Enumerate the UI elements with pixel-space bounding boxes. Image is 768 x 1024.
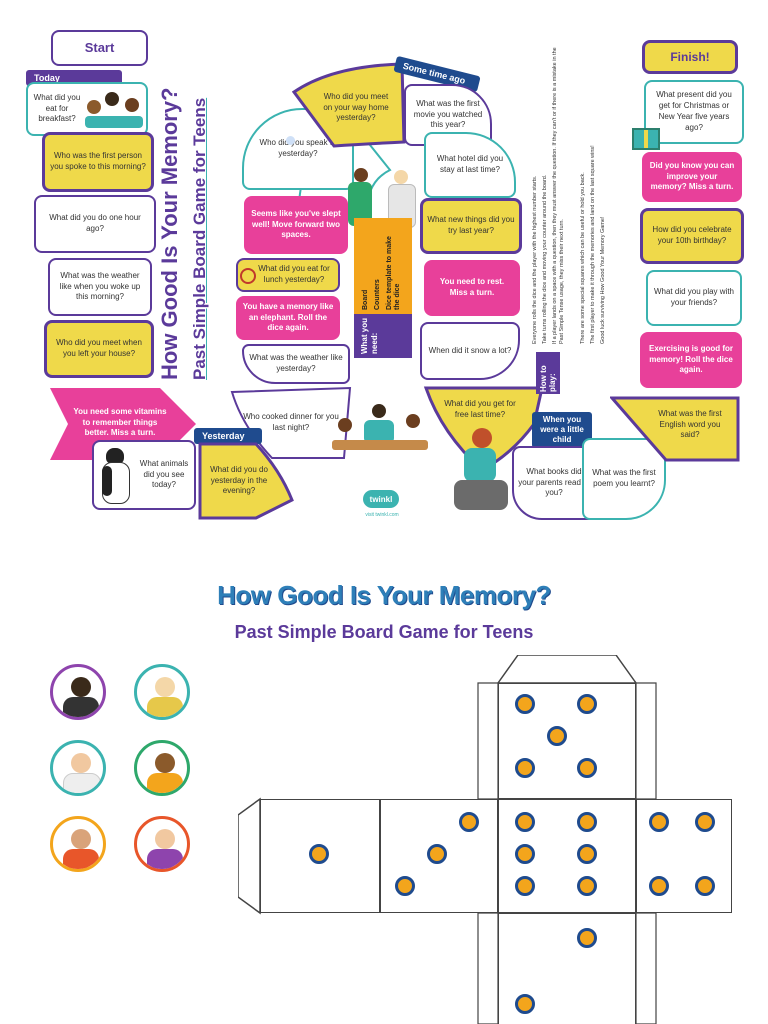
marker-dot — [286, 136, 295, 145]
counter-avatar-4 — [134, 740, 190, 796]
rule-5: The first player to make it through the … — [590, 145, 596, 344]
family-dinner-illustration — [332, 404, 430, 464]
inner-square-cooked-dinner: Who cooked dinner for you last night? — [243, 412, 339, 432]
board-vertical-title: How Good Is Your Memory? — [157, 87, 182, 380]
rule-4: There are some special squares which can… — [580, 172, 586, 344]
board-square-weather-morning: What was the weather like when you woke … — [48, 258, 152, 316]
inner-square-lunch: What did you eat for lunch yesterday? — [236, 258, 340, 292]
square-text: What did you eat for breakfast? — [33, 92, 81, 124]
what-you-need-box: What you need: Board Counters Dice templ… — [354, 218, 412, 358]
counter-avatar-2 — [134, 664, 190, 720]
marker-circle — [240, 268, 256, 284]
dice-face-3 — [380, 799, 498, 913]
gift-icon — [632, 128, 660, 150]
board-square-present: What present did you get for Christmas o… — [644, 80, 744, 144]
twinkl-logo: twinkl — [363, 490, 399, 508]
how-to-play-tag: How to play: — [536, 352, 560, 394]
inner-square-slept-well: Seems like you've slept well! Move forwa… — [244, 196, 348, 254]
rule-6: Good luck surviving How Good Your Memory… — [600, 216, 606, 344]
tag-yesterday: Yesterday — [194, 428, 262, 444]
tag-when-little: When you were a little child — [532, 412, 592, 448]
dice-net-template — [238, 655, 732, 1024]
arc-square-meet-way-home: Who did you meet on your way home yester… — [323, 91, 389, 123]
board-square-improve-memory: Did you know you can improve your memory… — [642, 152, 742, 202]
need-item-counters: Counters — [374, 279, 381, 310]
inner-square-weather-yesterday: What was the weather like yesterday? — [242, 344, 350, 384]
need-item-board: Board — [362, 289, 369, 310]
what-you-need-heading: What you need: — [360, 318, 379, 354]
arc-square-free: What did you get for free last time? — [444, 399, 516, 419]
rule-2: Take turns rolling the dice and moving y… — [542, 174, 548, 344]
board-square-first-english-word: What was the first English word you said… — [658, 408, 722, 440]
dice-face-2 — [498, 913, 636, 1024]
arc-square-new-things: What new things did you try last year? — [420, 198, 522, 254]
arc-square-first-poem: What was the first poem you learnt? — [582, 438, 666, 520]
board-square-play-friends: What did you play with your friends? — [646, 270, 742, 326]
inner-square-evening: What did you do yesterday in the evening… — [210, 464, 268, 496]
counter-avatars — [50, 664, 200, 872]
twinkl-url: visit twinkl.com — [365, 512, 399, 518]
board-square-10th-birthday: How did you celebrate your 10th birthday… — [640, 208, 744, 264]
dice-face-4 — [636, 799, 732, 913]
inner-square-evening-shape — [198, 442, 294, 520]
dice-face-6 — [498, 799, 636, 913]
dice-face-5 — [498, 683, 636, 799]
boy-reading-illustration — [452, 428, 512, 516]
counter-avatar-5 — [50, 816, 106, 872]
how-to-play-heading: How to play: — [539, 365, 557, 392]
board-square-first-english-word-shape — [610, 396, 740, 462]
counter-avatar-1 — [50, 664, 106, 720]
board-square-first-person: Who was the first person you spoke to th… — [42, 132, 154, 192]
rule-1: Everyone rolls the dice and the player w… — [532, 175, 538, 344]
finish-square: Finish! — [642, 40, 738, 74]
cutout-subtitle: Past Simple Board Game for Teens — [234, 622, 534, 642]
arc-square-hotel: What hotel did you stay at last time? — [424, 132, 516, 198]
how-to-play-rules: Everyone rolls the dice and the player w… — [532, 40, 628, 346]
board-square-meet-leave-house: Who did you meet when you left your hous… — [44, 320, 154, 378]
board-vertical-subtitle: Past Simple Board Game for Teens — [190, 97, 209, 380]
board-square-exercising: Exercising is good for memory! Roll the … — [640, 332, 742, 388]
counter-avatar-3 — [50, 740, 106, 796]
arc-square-snow: When did it snow a lot? — [420, 322, 520, 380]
board-square-one-hour-ago: What did you do one hour ago? — [34, 195, 156, 253]
dice-face-1 — [260, 799, 380, 913]
need-item-dice: Dice template to make the dice — [386, 236, 402, 310]
square-text: What did you eat for lunch yesterday? — [258, 264, 330, 284]
cutout-title: How Good Is Your Memory? — [217, 580, 551, 610]
game-board: Start Today What did you eat for breakfa… — [20, 20, 750, 535]
board-square-vitamins: You need some vitamins to remember thing… — [73, 406, 167, 438]
square-text: What animals did you see today? — [139, 458, 189, 490]
board-square-breakfast: What did you eat for breakfast? — [26, 82, 148, 136]
inner-square-elephant: You have a memory like an elephant. Roll… — [236, 296, 340, 340]
dog-illustration — [96, 448, 134, 508]
rule-3: If a player lands on a space with a ques… — [552, 47, 566, 344]
arc-square-rest: You need to rest. Miss a turn. — [424, 260, 520, 316]
family-breakfast-illustration — [83, 92, 145, 132]
counter-avatar-6 — [134, 816, 190, 872]
start-square: Start — [51, 30, 148, 66]
